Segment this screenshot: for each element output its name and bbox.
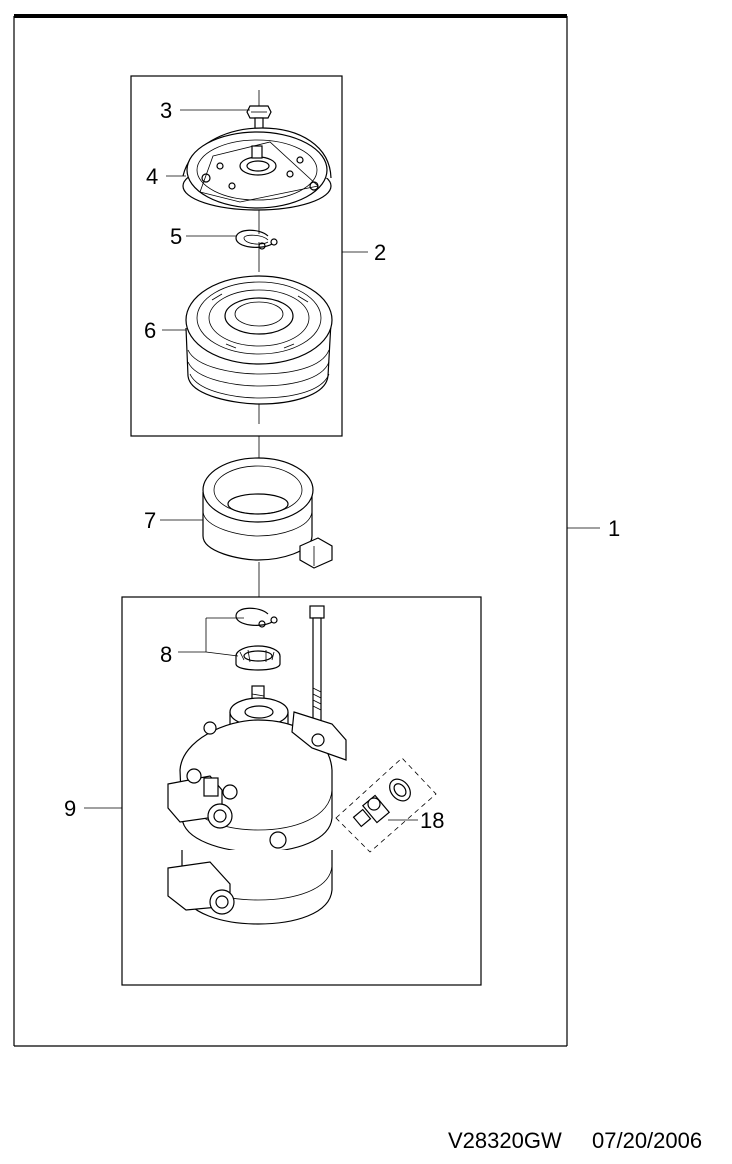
callout-labels: 3 4 5 2 6 7 1 8 9 18 (64, 98, 620, 833)
drawing-date: 07/20/2006 (592, 1128, 702, 1153)
callout-18: 18 (420, 808, 444, 833)
callout-8: 8 (160, 642, 172, 667)
callout-6: 6 (144, 318, 156, 343)
clutch-assembly-box (130, 75, 343, 437)
drawing-code: V28320GW (448, 1128, 562, 1153)
callout-3: 3 (160, 98, 172, 123)
field-coil-part (202, 457, 333, 569)
callout-5: 5 (170, 224, 182, 249)
callout-7: 7 (144, 508, 156, 533)
callout-2: 2 (374, 240, 386, 265)
leader-lines (84, 109, 600, 821)
callout-1: 1 (608, 516, 620, 541)
footer: V28320GW 07/20/2006 (448, 1128, 702, 1153)
ring-and-bearing-part (235, 607, 281, 671)
compressor-body-part (167, 685, 347, 925)
relief-valve-part (335, 757, 437, 853)
armature-plate-part (182, 127, 332, 211)
callout-4: 4 (146, 164, 158, 189)
long-bolt-part (309, 605, 325, 723)
pulley-part (185, 275, 333, 405)
compressor-body-box (121, 596, 482, 986)
nut-part (246, 105, 272, 137)
callout-9: 9 (64, 796, 76, 821)
snap-ring-part (235, 229, 278, 250)
assembly-frame (13, 14, 568, 1047)
